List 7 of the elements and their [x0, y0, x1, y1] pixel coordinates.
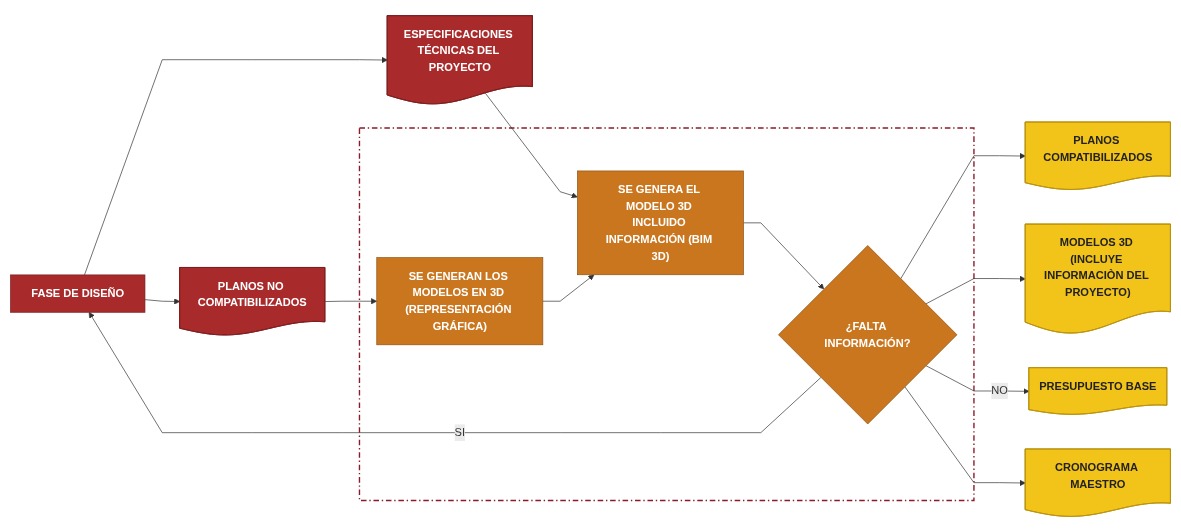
- cluster: [358, 127, 975, 502]
- node-diamond: ¿FALTA INFORMACIÓN?: [778, 245, 958, 425]
- edge-label: SI: [454, 426, 466, 439]
- node-box: SE GENERA EL MODELO 3D INCLUIDO INFORMACIÓN (BIM 3D): [577, 170, 744, 276]
- edge-label: NO: [991, 384, 1008, 397]
- node-box: FASE DE DISEÑO: [10, 274, 146, 313]
- node-box: SE GENERAN LOS MODELOS EN 3D (REPRESENTACIÓN GRÁFICA): [376, 257, 544, 346]
